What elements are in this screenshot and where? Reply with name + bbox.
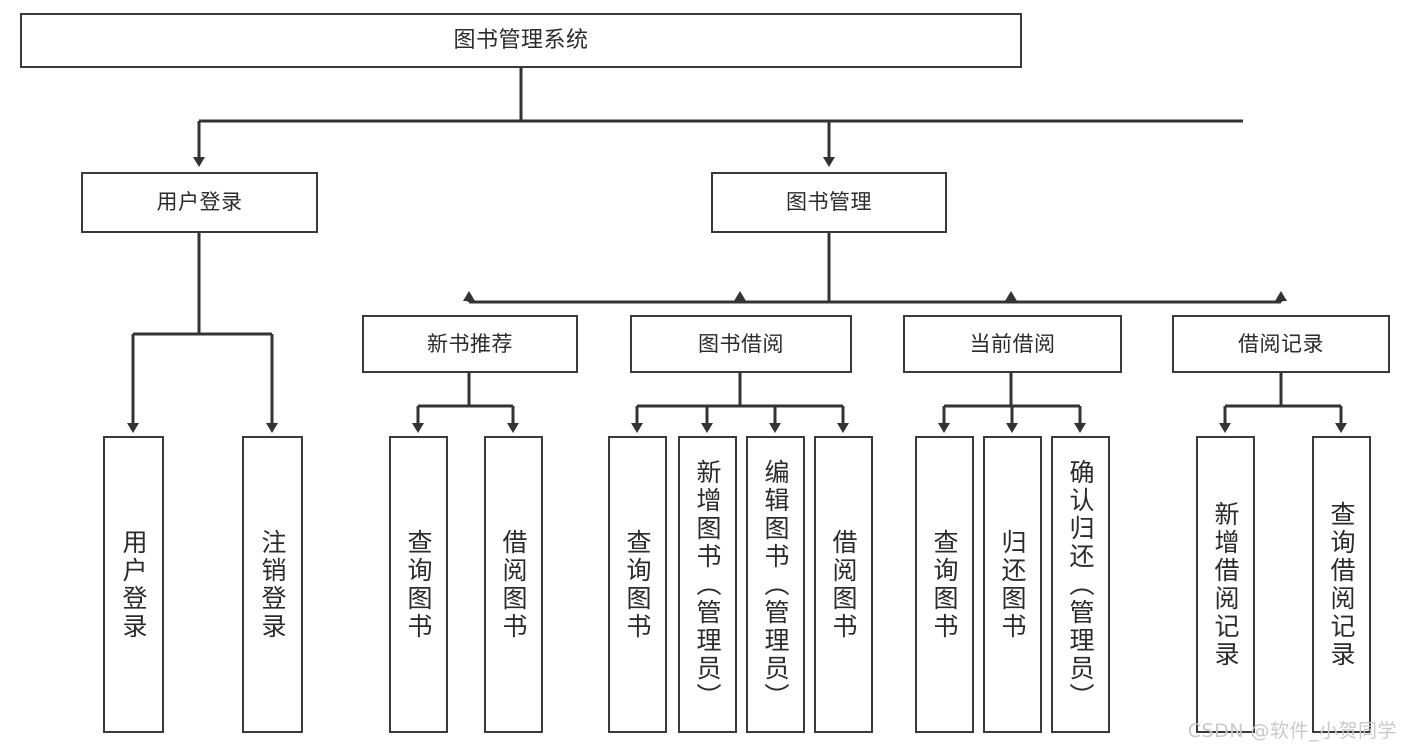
node-label: 查询图书 [404,528,433,641]
node-leaf-add-book-admin[interactable]: 新增图书（管理员） [678,436,737,733]
node-label: 查询图书 [623,528,652,641]
node-leaf-borrow-book-rec[interactable]: 借阅图书 [484,436,543,733]
node-label: 图书借阅 [698,331,784,356]
node-label: 借阅图书 [499,528,528,641]
node-label: 新增图书（管理员） [693,458,722,711]
node-label: 新增借阅记录 [1211,500,1240,669]
node-leaf-query-book-borrow[interactable]: 查询图书 [608,436,667,733]
node-leaf-query-borrow-record[interactable]: 查询借阅记录 [1312,436,1371,733]
node-label: 注销登录 [258,528,287,641]
node-leaf-return-book[interactable]: 归还图书 [983,436,1042,733]
node-label: 当前借阅 [969,331,1056,356]
node-label: 查询图书 [930,528,959,641]
node-leaf-user-login[interactable]: 用户登录 [103,436,164,733]
node-leaf-query-book-current[interactable]: 查询图书 [915,436,974,733]
node-label: 归还图书 [998,528,1027,641]
node-leaf-borrow-book[interactable]: 借阅图书 [814,436,873,733]
watermark: CSDN @软件_小贺同学 [1187,720,1397,742]
node-label: 图书管理系统 [453,27,589,53]
node-book-management[interactable]: 图书管理 [711,172,947,233]
node-leaf-add-borrow-record[interactable]: 新增借阅记录 [1196,436,1255,733]
node-label: 用户登录 [119,528,148,641]
node-leaf-logout[interactable]: 注销登录 [242,436,303,733]
node-label: 新书推荐 [427,331,513,356]
node-label: 图书管理 [786,190,872,215]
node-label: 借阅记录 [1238,331,1324,356]
node-borrow-records[interactable]: 借阅记录 [1172,315,1390,373]
node-new-book-recommendation[interactable]: 新书推荐 [362,315,578,373]
node-label: 查询借阅记录 [1327,500,1356,669]
node-label: 编辑图书（管理员） [761,458,790,711]
node-label: 确认归还（管理员） [1066,458,1095,711]
node-label: 用户登录 [156,190,243,215]
node-leaf-query-book-rec[interactable]: 查询图书 [389,436,448,733]
node-current-borrow[interactable]: 当前借阅 [903,315,1122,373]
node-leaf-edit-book-admin[interactable]: 编辑图书（管理员） [746,436,805,733]
node-label: 借阅图书 [829,528,858,641]
node-user-login[interactable]: 用户登录 [81,172,318,233]
node-leaf-confirm-return-admin[interactable]: 确认归还（管理员） [1051,436,1110,733]
node-root-system[interactable]: 图书管理系统 [20,13,1022,68]
node-book-borrow[interactable]: 图书借阅 [630,315,852,373]
